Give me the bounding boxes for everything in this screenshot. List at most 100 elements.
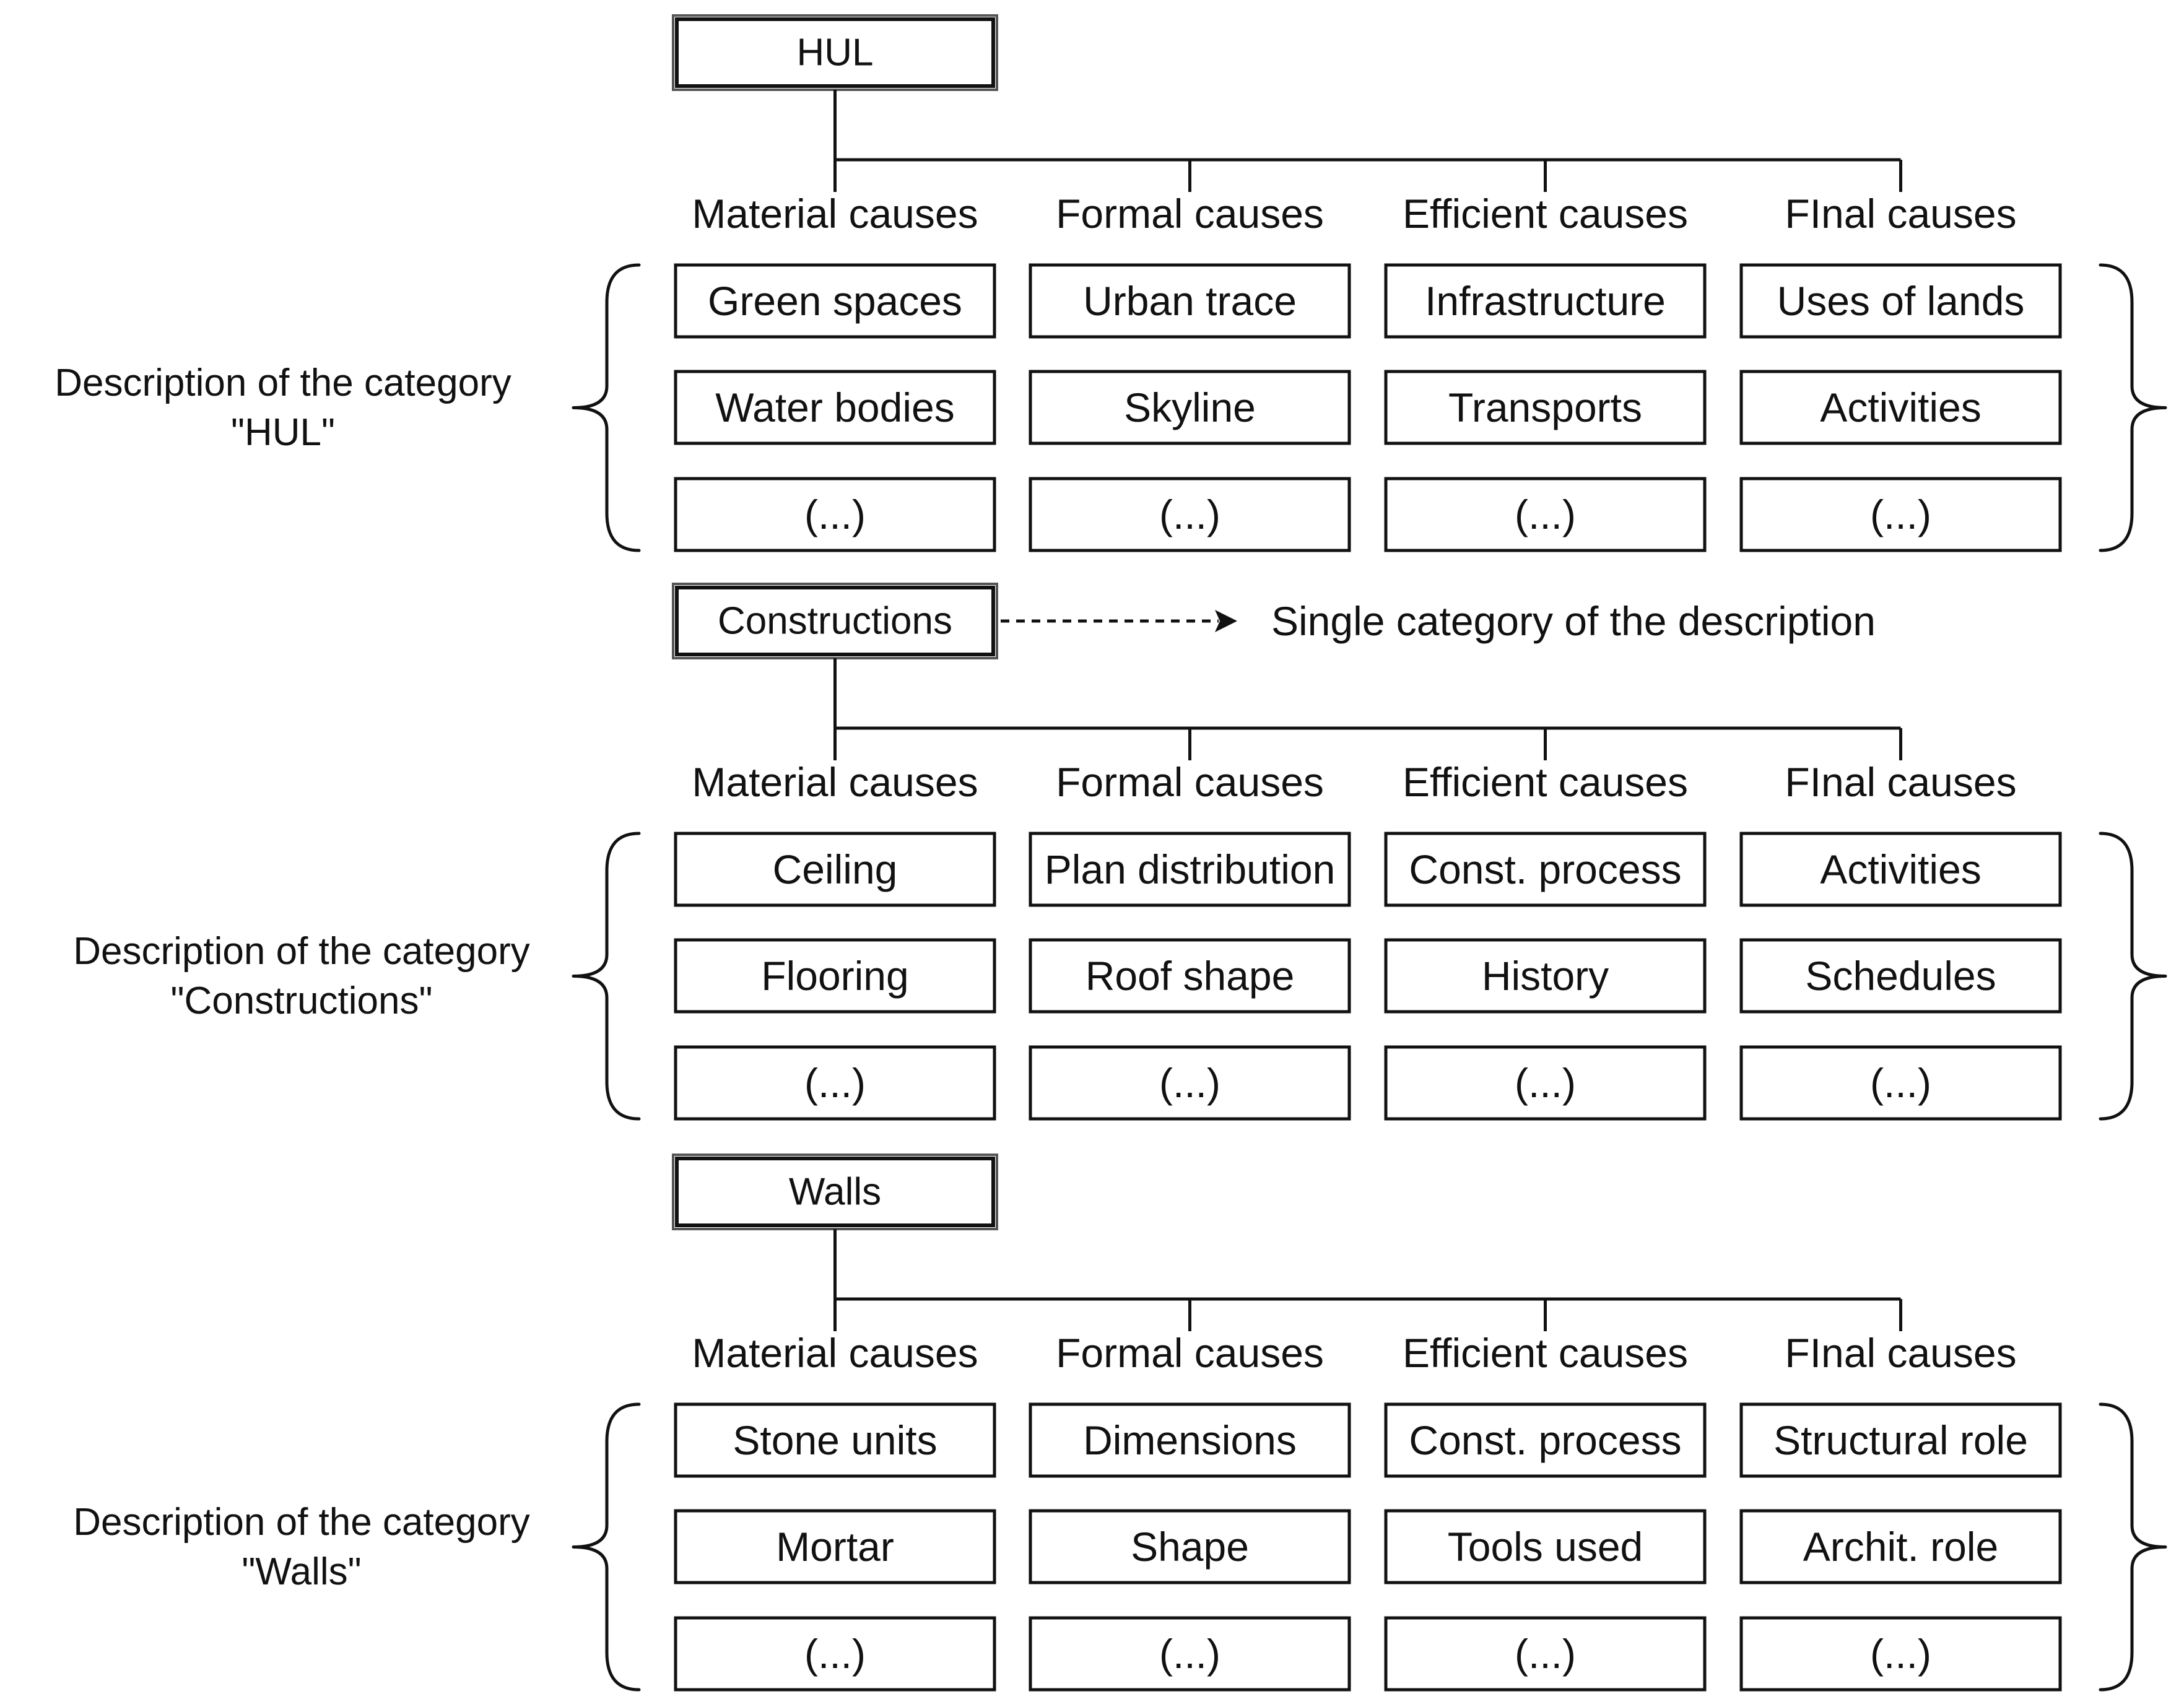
item-cell	[1739, 1402, 2062, 1478]
item-label: (...)	[1870, 1060, 1931, 1106]
item-cell	[1029, 938, 1351, 1014]
item-cell	[674, 1616, 996, 1692]
item-label: Activities	[1820, 385, 1981, 430]
item-label: (...)	[804, 492, 866, 537]
item-cell	[1029, 477, 1351, 552]
item-label: Flooring	[761, 953, 908, 999]
item-cell	[1384, 1509, 1707, 1584]
item-label: Const. process	[1409, 846, 1681, 892]
cause-label: FInal causes	[1785, 1330, 2016, 1376]
item-cell	[1384, 370, 1707, 445]
item-label: Dimensions	[1083, 1417, 1297, 1463]
item-cell	[1029, 1045, 1351, 1121]
item-label: (...)	[1159, 492, 1220, 537]
item-cell	[1739, 1509, 2062, 1584]
item-label: Archit. role	[1803, 1524, 1998, 1570]
description-label-quoted: "HUL"	[231, 411, 335, 454]
cause-label: Formal causes	[1056, 191, 1324, 237]
category-node-border	[675, 1157, 995, 1227]
item-cell	[1384, 1402, 1707, 1478]
cause-label: Material causes	[692, 759, 978, 805]
item-cell	[1384, 1616, 1707, 1692]
item-cell	[1029, 1616, 1351, 1692]
category-node-label: Walls	[789, 1171, 881, 1214]
item-cell	[1739, 1616, 2062, 1692]
item-label: Green spaces	[708, 278, 962, 324]
description-label: Description of the category	[73, 1501, 530, 1544]
item-label: Schedules	[1805, 953, 1996, 999]
item-label: Ceiling	[773, 846, 898, 892]
left-brace	[572, 263, 641, 552]
cause-label: Material causes	[692, 191, 978, 237]
item-label: (...)	[1515, 1631, 1576, 1677]
left-brace	[572, 832, 641, 1121]
item-label: (...)	[804, 1631, 866, 1677]
item-label: Mortar	[776, 1524, 894, 1570]
category-node-label: Constructions	[718, 600, 952, 643]
item-cell	[674, 832, 996, 907]
item-cell	[1739, 832, 2062, 907]
item-label: Stone units	[733, 1417, 937, 1463]
item-label: History	[1482, 953, 1609, 999]
item-cell	[1029, 370, 1351, 445]
item-cell	[674, 263, 996, 339]
item-cell	[674, 1509, 996, 1584]
item-cell	[674, 477, 996, 552]
item-label: Roof shape	[1085, 953, 1295, 999]
cause-label: Efficient causes	[1403, 191, 1688, 237]
right-brace	[2099, 263, 2167, 552]
item-cell	[1384, 1045, 1707, 1121]
category-node-label: HUL	[796, 32, 873, 74]
description-label-quoted: "Constructions"	[170, 980, 432, 1022]
cause-label: Efficient causes	[1403, 1330, 1688, 1376]
description-label: Description of the category	[73, 930, 530, 973]
item-label: (...)	[1870, 492, 1931, 537]
item-cell	[1029, 1402, 1351, 1478]
left-brace	[572, 1402, 641, 1692]
annotation-label: Single category of the description	[1271, 598, 1876, 644]
item-label: Water bodies	[715, 385, 954, 430]
item-label: Infrastructure	[1425, 278, 1666, 324]
item-label: Uses of lands	[1777, 278, 2025, 324]
item-label: (...)	[1515, 492, 1576, 537]
item-cell	[674, 938, 996, 1014]
cause-label: Efficient causes	[1403, 759, 1688, 805]
item-cell	[674, 370, 996, 445]
category-node-border	[675, 17, 995, 88]
item-label: Transports	[1448, 385, 1642, 430]
item-label: Activities	[1820, 846, 1981, 892]
item-label: Plan distribution	[1045, 846, 1336, 892]
item-label: (...)	[1159, 1631, 1220, 1677]
item-label: Structural role	[1773, 1417, 2028, 1463]
item-cell	[1384, 263, 1707, 339]
item-cell	[1384, 477, 1707, 552]
item-cell	[1029, 1509, 1351, 1584]
item-label: Skyline	[1124, 385, 1256, 430]
item-label: Shape	[1131, 1524, 1249, 1570]
cause-label: FInal causes	[1785, 759, 2016, 805]
cause-label: Formal causes	[1056, 759, 1324, 805]
item-cell	[1029, 832, 1351, 907]
item-label: Const. process	[1409, 1417, 1681, 1463]
item-label: Tools used	[1448, 1524, 1643, 1570]
cause-label: Formal causes	[1056, 1330, 1324, 1376]
item-label: Urban trace	[1083, 278, 1297, 324]
cause-label: Material causes	[692, 1330, 978, 1376]
description-label-quoted: "Walls"	[241, 1550, 361, 1593]
item-cell	[674, 1402, 996, 1478]
item-cell	[1739, 263, 2062, 339]
item-cell	[1384, 938, 1707, 1014]
item-cell	[1739, 477, 2062, 552]
item-label: (...)	[1159, 1060, 1220, 1106]
item-label: (...)	[1870, 1631, 1931, 1677]
item-cell	[1739, 1045, 2062, 1121]
arrow-head-icon	[1215, 610, 1237, 632]
description-label: Description of the category	[54, 362, 511, 404]
item-label: (...)	[804, 1060, 866, 1106]
item-cell	[674, 1045, 996, 1121]
cause-label: FInal causes	[1785, 191, 2016, 237]
right-brace	[2099, 832, 2167, 1121]
item-label: (...)	[1515, 1060, 1576, 1106]
item-cell	[1739, 370, 2062, 445]
item-cell	[1739, 938, 2062, 1014]
